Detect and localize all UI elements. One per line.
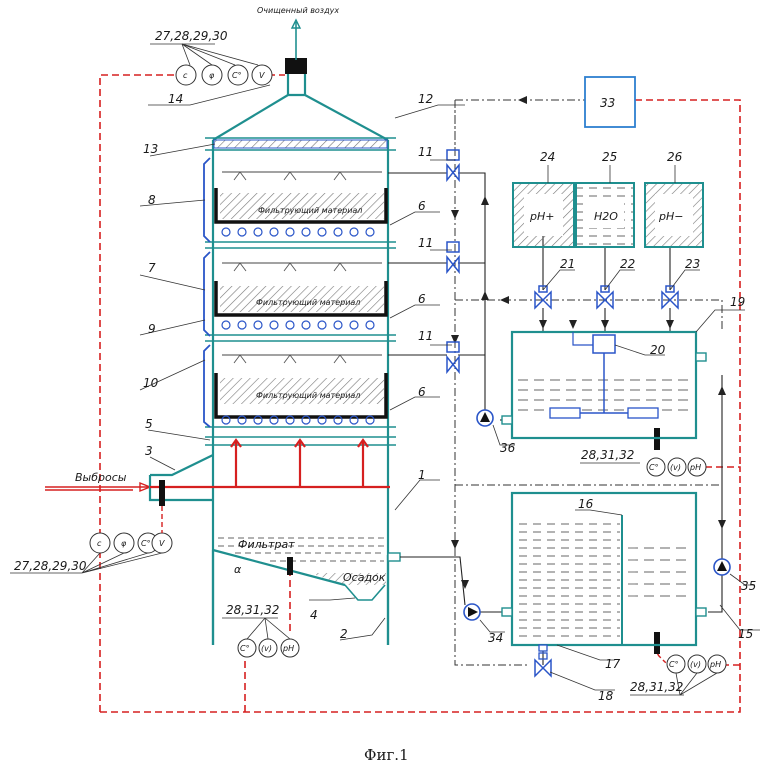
callout-18: 18 xyxy=(598,689,614,703)
sensor-c-inlet: c xyxy=(97,539,102,548)
callout-4: 4 xyxy=(310,608,318,622)
callout-13: 13 xyxy=(143,142,158,156)
sensor-iv-sump: (v) xyxy=(261,644,272,653)
sludge-label: Осадок xyxy=(343,571,386,584)
callout-9: 9 xyxy=(148,322,156,336)
callout-33: 33 xyxy=(600,96,615,110)
callout-19: 19 xyxy=(730,295,745,309)
sensor-ct-top: C° xyxy=(232,71,242,80)
sensor-group-top: c φ C° V 27,28,29,30 xyxy=(150,29,272,85)
tank-ph-plus-label: pH+ xyxy=(529,210,554,223)
callout-10: 10 xyxy=(143,376,159,390)
callout-6a: 6 xyxy=(418,199,426,213)
callout-11a: 11 xyxy=(418,145,433,159)
sensor-v-inlet: V xyxy=(159,539,165,548)
callout-36: 36 xyxy=(500,441,516,455)
sensor-iv-tank15: (v) xyxy=(690,660,701,669)
filter-material-label-1: Фильтрующий материал xyxy=(258,206,362,215)
callout-2: 2 xyxy=(340,627,348,641)
sensor-group-sump-label: 28,31,32 xyxy=(226,603,279,617)
sensor-phi-top: φ xyxy=(209,71,215,80)
callout-26: 26 xyxy=(667,150,683,164)
filter-stage-1: Фильтрующий материал xyxy=(216,172,386,236)
stage-brackets xyxy=(204,158,210,427)
callout-17: 17 xyxy=(605,657,621,671)
sensor-group-sump: C° (v) pH 28,31,32 xyxy=(222,603,299,657)
sensor-phi-inlet: φ xyxy=(121,539,127,548)
callout-35: 35 xyxy=(741,579,756,593)
emissions-label: Выбросы xyxy=(75,471,127,484)
callout-25: 25 xyxy=(602,150,617,164)
filter-material-label-2: Фильтрующий материал xyxy=(256,298,360,307)
sensor-ct-sump: C° xyxy=(240,644,250,653)
sensor-group-tank19: C° (v) pH 28,31,32 xyxy=(580,448,706,476)
sensor-c-top: c xyxy=(183,71,188,80)
callout-7: 7 xyxy=(148,261,156,275)
flow-arrows xyxy=(451,96,726,589)
figure-caption: Фиг.1 xyxy=(364,746,409,764)
callout-15: 15 xyxy=(738,627,753,641)
tank-ph-minus-label: pH− xyxy=(658,210,683,223)
sensor-v-top: V xyxy=(259,71,265,80)
filter-stage-2: Фильтрующий материал xyxy=(216,263,386,329)
angle-label: α xyxy=(234,563,242,576)
droplet-eliminator xyxy=(214,140,387,148)
callout-1: 1 xyxy=(418,468,426,482)
callout-8: 8 xyxy=(148,193,156,207)
clean-air-outlet: Очищенный воздух xyxy=(257,6,339,60)
callout-12: 12 xyxy=(418,92,433,106)
sensor-group-inlet-label: 27,28,29,30 xyxy=(14,559,87,573)
callout-11b: 11 xyxy=(418,236,433,250)
emissions-inlet: Выбросы xyxy=(45,471,150,491)
callout-6b: 6 xyxy=(418,292,426,306)
tank-h2o-label: H2O xyxy=(594,210,618,223)
sensor-ct-tank19: C° xyxy=(649,463,659,472)
filter-material-label-3: Фильтрующий материал xyxy=(256,391,360,400)
control-signal-lines xyxy=(45,75,740,712)
callout-21: 21 xyxy=(560,257,575,271)
sensor-ct-inlet: C° xyxy=(141,539,151,548)
sensor-ph-sump: pH xyxy=(282,644,294,653)
dosing-valves xyxy=(535,286,678,308)
sensor-ph-tank15: pH xyxy=(709,660,721,669)
sensor-iv-tank19: (v) xyxy=(670,463,681,472)
sump: Фильтрат Осадок α xyxy=(213,538,386,600)
sensor-group-tank19-label: 28,31,32 xyxy=(581,448,634,462)
settling-tank-15 xyxy=(502,493,706,676)
filter-stage-3: Фильтрующий материал xyxy=(216,355,386,424)
callout-22: 22 xyxy=(620,257,635,271)
callout-14: 14 xyxy=(168,92,183,106)
callout-20: 20 xyxy=(650,343,666,357)
reagent-tanks: pH+ H2O pH− xyxy=(513,183,703,247)
sensor-group-tank15-label: 28,31,32 xyxy=(630,680,683,694)
callout-5: 5 xyxy=(145,417,153,431)
callout-6c: 6 xyxy=(418,385,426,399)
gas-distributor xyxy=(150,440,390,487)
callout-34: 34 xyxy=(488,631,503,645)
sensor-ct-tank15: C° xyxy=(669,660,679,669)
sensor-ph-tank19: pH xyxy=(689,463,701,472)
mixing-tank-19 xyxy=(502,332,706,438)
callout-23: 23 xyxy=(685,257,700,271)
callout-24: 24 xyxy=(540,150,555,164)
filtrate-label: Фильтрат xyxy=(238,538,295,551)
clean-air-label: Очищенный воздух xyxy=(257,6,339,15)
callout-16: 16 xyxy=(578,497,594,511)
callout-3: 3 xyxy=(145,444,153,458)
sump-outlet xyxy=(388,553,400,561)
sensor-group-tank15: C° (v) pH 28,31,32 xyxy=(630,655,726,695)
sensor-group-inlet: c φ C° V 27,28,29,30 xyxy=(10,506,172,573)
sensor-group-top-label: 27,28,29,30 xyxy=(155,29,228,43)
callout-11c: 11 xyxy=(418,329,433,343)
